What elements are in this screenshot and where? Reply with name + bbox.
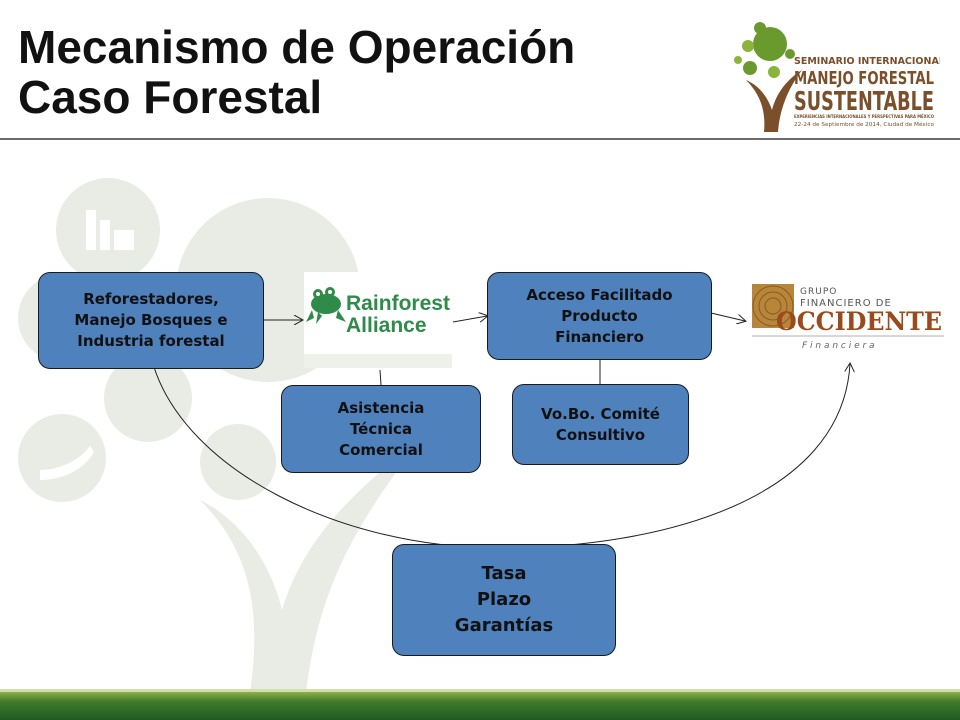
seminar-line-3: SUSTENTABLE	[794, 87, 934, 117]
node-reforestadores: Reforestadores, Manejo Bosques e Industr…	[38, 272, 264, 369]
node-reforestadores-line-1: Reforestadores,	[83, 290, 219, 308]
node-tasa-plazo-garantias: Tasa Plazo Garantías	[392, 544, 616, 656]
node-vobo-line-1: Vo.Bo. Comité	[541, 404, 660, 423]
occidente-line-2: FINANCIERO DE	[800, 298, 892, 309]
rainforest-line-2: Alliance	[346, 314, 427, 337]
node-acceso-financiero: Acceso Facilitado Producto Financiero	[487, 272, 712, 360]
rainforest-alliance-logo: Rainforest Alliance	[304, 272, 452, 368]
title-line-1: Mecanismo de Operación	[18, 21, 576, 73]
node-reforestadores-line-2: Manejo Bosques e	[74, 311, 228, 329]
line-rainforest-asistencia	[379, 369, 382, 386]
arrow-rainforest-to-acceso	[452, 316, 487, 323]
seminar-line-4: EXPERIENCIAS INTERNACIONALES Y PERSPECTI…	[794, 112, 934, 120]
seminar-line-5: 22-24 de Septiembre de 2014, Ciudad de M…	[794, 121, 934, 128]
node-reforestadores-line-3: Industria forestal	[77, 332, 225, 350]
page-title: Mecanismo de Operación Caso Forestal	[18, 22, 575, 122]
occidente-logo: GRUPO FINANCIERO DE OCCIDENTE F i n a n …	[752, 282, 944, 352]
tree-trunk	[200, 440, 420, 692]
title-line-2: Caso Forestal	[18, 71, 323, 123]
node-asistencia-line-3: Comercial	[339, 440, 423, 459]
title-divider	[0, 138, 960, 140]
seminar-line-2: MANEJO FORESTAL	[794, 68, 934, 89]
seminar-tree-icon	[734, 22, 802, 132]
node-vobo-line-2: Consultivo	[555, 425, 646, 444]
seminar-logo: SEMINARIO INTERNACIONAL DE MANEJO FOREST…	[734, 22, 940, 132]
occidente-line-1: GRUPO	[800, 287, 837, 297]
node-asistencia-line-1: Asistencia	[337, 398, 425, 417]
node-terms-line-3: Garantías	[454, 615, 554, 636]
node-acceso-line-2: Producto	[561, 306, 638, 325]
seminar-line-1: SEMINARIO INTERNACIONAL DE	[794, 56, 940, 67]
occidente-line-3: OCCIDENTE	[776, 307, 942, 336]
rainforest-line-1: Rainforest	[346, 292, 450, 315]
arrow-acceso-to-occidente	[710, 312, 745, 321]
tool-icon-bg	[104, 354, 192, 442]
node-asistencia-tecnica: Asistencia Técnica Comercial	[281, 385, 481, 473]
node-terms-line-2: Plazo	[476, 589, 532, 610]
node-acceso-line-1: Acceso Facilitado	[526, 285, 673, 304]
curved-arrow-bidirectional	[153, 364, 850, 549]
node-acceso-line-3: Financiero	[555, 327, 644, 346]
water-icon-bg	[200, 424, 276, 500]
node-asistencia-line-2: Técnica	[349, 419, 413, 438]
occidente-line-4: F i n a n c i e r a	[802, 341, 875, 351]
node-vobo-comite: Vo.Bo. Comité Consultivo	[512, 384, 689, 465]
node-terms-line-1: Tasa	[481, 563, 527, 584]
footer-band	[0, 689, 960, 720]
